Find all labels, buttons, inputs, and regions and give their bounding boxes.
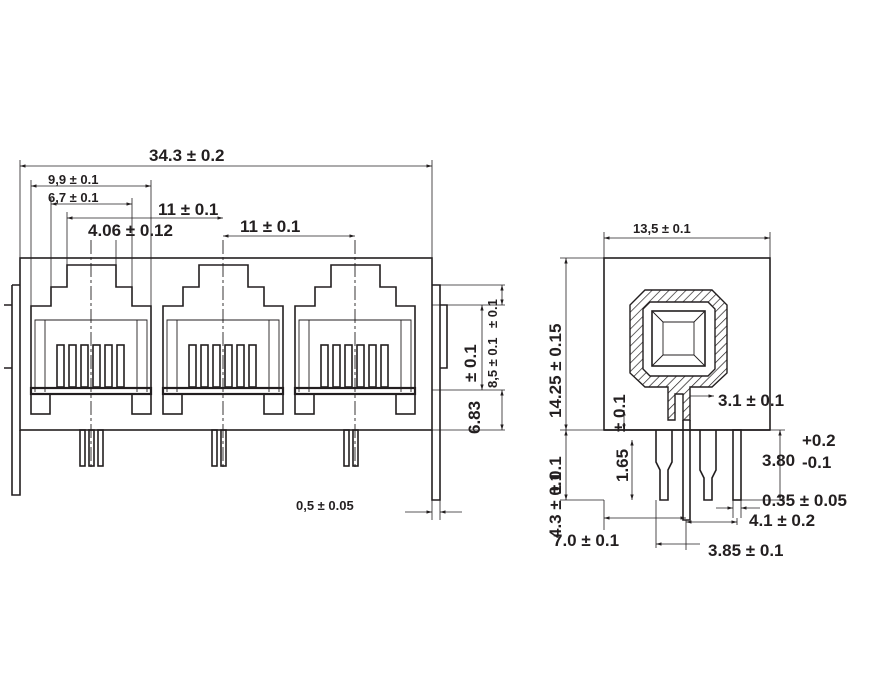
dim-port-outer: 9,9 ± 0.1 xyxy=(48,172,99,187)
dim-pin-a: 1.65 xyxy=(613,449,632,482)
dim-overall-width: 34.3 ± 0.2 xyxy=(149,146,225,165)
dim-vertical-b: 8,5 ± 0.1 xyxy=(485,337,500,388)
dim-pin-offset: 4.06 ± 0.12 xyxy=(88,221,173,240)
dim-3-80-plus: +0.2 xyxy=(802,431,836,450)
front-pins xyxy=(79,429,359,467)
dim-7-0: 7.0 ± 0.1 xyxy=(553,531,619,550)
dim-pitch-2: 11 ± 0.1 xyxy=(240,217,300,236)
front-view: 34.3 ± 0.2 9,9 ± 0.1 6,7 ± 0.1 11 ± 0.1 … xyxy=(4,146,505,520)
dim-height: 14.25 ± 0.15 xyxy=(546,324,565,418)
right-shield xyxy=(431,284,448,501)
housing-outline xyxy=(19,257,433,431)
dim-vertical-c: ± 0.1 xyxy=(485,299,500,328)
dim-3-1: 3.1 ± 0.1 xyxy=(718,391,784,410)
dim-3-80-minus: -0.1 xyxy=(802,453,831,472)
dim-port-inner: 6,7 ± 0.1 xyxy=(48,190,99,205)
dim-0-35: 0.35 ± 0.05 xyxy=(762,491,847,510)
dim-shield-thickness: 0,5 ± 0.05 xyxy=(296,498,354,513)
side-pins xyxy=(655,420,742,521)
socket-section xyxy=(629,289,728,421)
dim-height-tol: ± 0.1 xyxy=(546,456,565,494)
dim-vertical-d: 6.83 xyxy=(465,401,484,434)
dim-3-80: 3.80 xyxy=(762,451,795,470)
side-view: 13,5 ± 0.1 14.25 ± 0.15 ± 0.1 4.3 ± 0.1 … xyxy=(546,221,847,560)
dim-small-tol: ± 0.1 xyxy=(610,394,629,432)
dim-pin-b: 4.3 ± 0.1 xyxy=(546,472,565,538)
dim-vertical-a: ± 0.1 xyxy=(461,344,480,382)
dim-3-85: 3.85 ± 0.1 xyxy=(708,541,784,560)
dim-4-1: 4.1 ± 0.2 xyxy=(749,511,815,530)
dim-depth: 13,5 ± 0.1 xyxy=(633,221,691,236)
left-shield xyxy=(4,284,21,496)
dim-pitch-1: 11 ± 0.1 xyxy=(158,200,218,219)
